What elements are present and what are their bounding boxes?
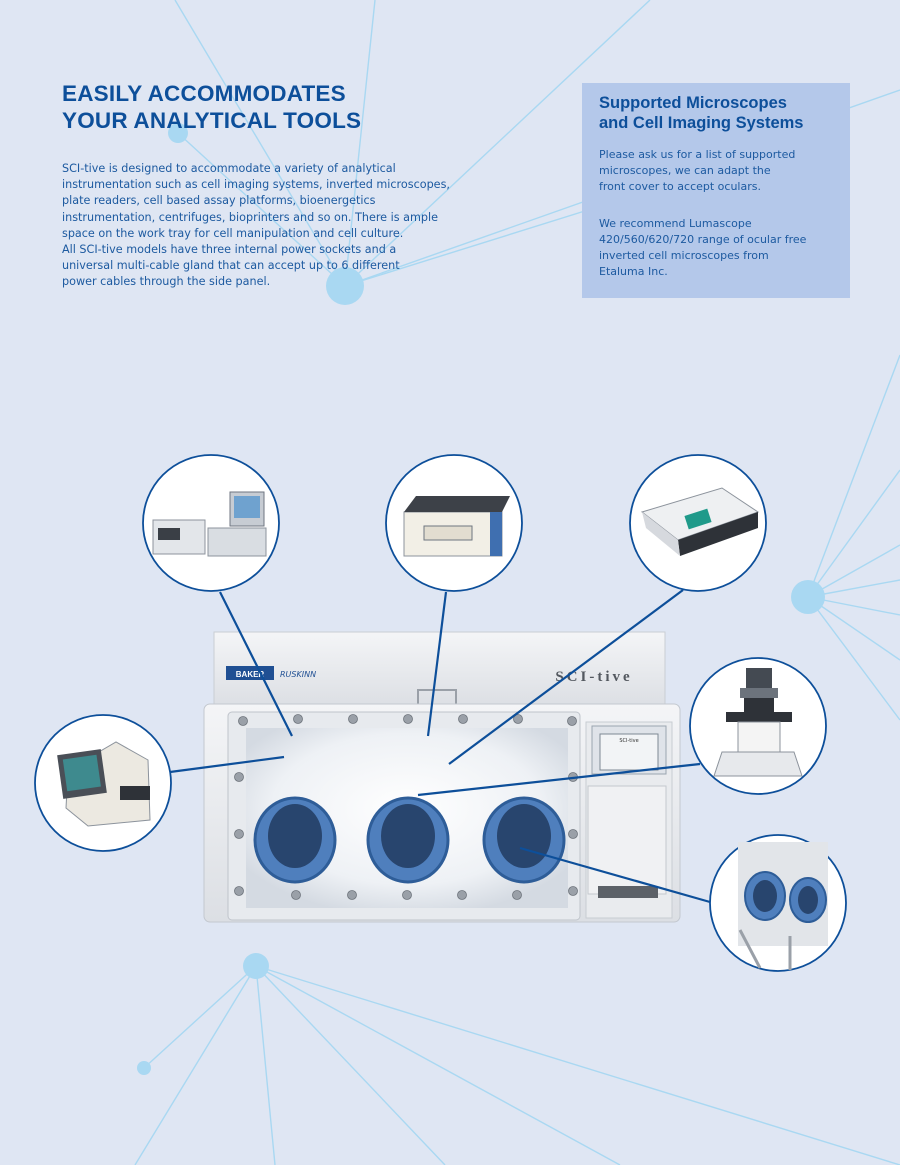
info-line: We recommend Lumascope [599, 216, 752, 230]
heading-line-1: EASILY ACCOMMODATES [62, 81, 346, 106]
body-line: instrumentation such as cell imaging sys… [62, 178, 450, 192]
info-title-line-2: and Cell Imaging Systems [599, 113, 804, 132]
callout-cell-counter [34, 714, 172, 852]
info-line: inverted cell microscopes from [599, 249, 769, 263]
body-line: All SCI-tive models have three internal … [62, 243, 397, 257]
info-line: 420/560/620/720 range of ocular free [599, 232, 807, 246]
body-line: space on the work tray for cell manipula… [62, 226, 404, 240]
control-screen-title: SCI-tive [619, 738, 638, 744]
body-line: plate readers, cell based assay platform… [62, 194, 376, 208]
callout-glove-port-detail [709, 834, 847, 972]
glove-ports [253, 796, 566, 884]
supported-microscopes-box: Supported Microscopes and Cell Imaging S… [582, 83, 850, 298]
info-paragraph-2: We recommend Lumascope 420/560/620/720 r… [599, 216, 834, 281]
info-line: Etaluma Inc. [599, 265, 668, 279]
info-title-line-1: Supported Microscopes [599, 94, 787, 112]
callout-plate-shaker [385, 454, 523, 592]
intro-paragraph: SCI-tive is designed to accommodate a va… [62, 161, 452, 291]
callout-lines [169, 589, 711, 904]
callout-imaging-system [142, 454, 280, 592]
product-name: SCI-tive [555, 669, 632, 685]
info-line: microscopes, we can adapt the [599, 164, 771, 178]
info-box-title: Supported Microscopes and Cell Imaging S… [599, 94, 834, 133]
body-line: SCI-tive is designed to accommodate a va… [62, 162, 396, 175]
brand-logo-right: RUSKINN [280, 670, 316, 679]
brand-logo-left: BAKER [236, 670, 265, 679]
callout-plate-reader [629, 454, 767, 592]
product-illustration: BAKER RUSKINN SCI-tive SCI-tive [34, 454, 847, 972]
body-line: universal multi-cable gland that can acc… [62, 259, 400, 273]
window-bolts [234, 714, 578, 900]
heading-line-2: YOUR ANALYTICAL TOOLS [62, 108, 362, 133]
info-line: front cover to accept oculars. [599, 180, 761, 194]
info-line: Please ask us for a list of supported [599, 148, 796, 161]
body-line: power cables through the side panel. [62, 275, 271, 289]
callout-inverted-microscope [689, 657, 827, 795]
body-line: instrumentation, centrifuges, bioprinter… [62, 210, 438, 224]
info-paragraph-1: Please ask us for a list of supported mi… [599, 147, 834, 196]
page-heading: EASILY ACCOMMODATES YOUR ANALYTICAL TOOL… [62, 80, 361, 134]
